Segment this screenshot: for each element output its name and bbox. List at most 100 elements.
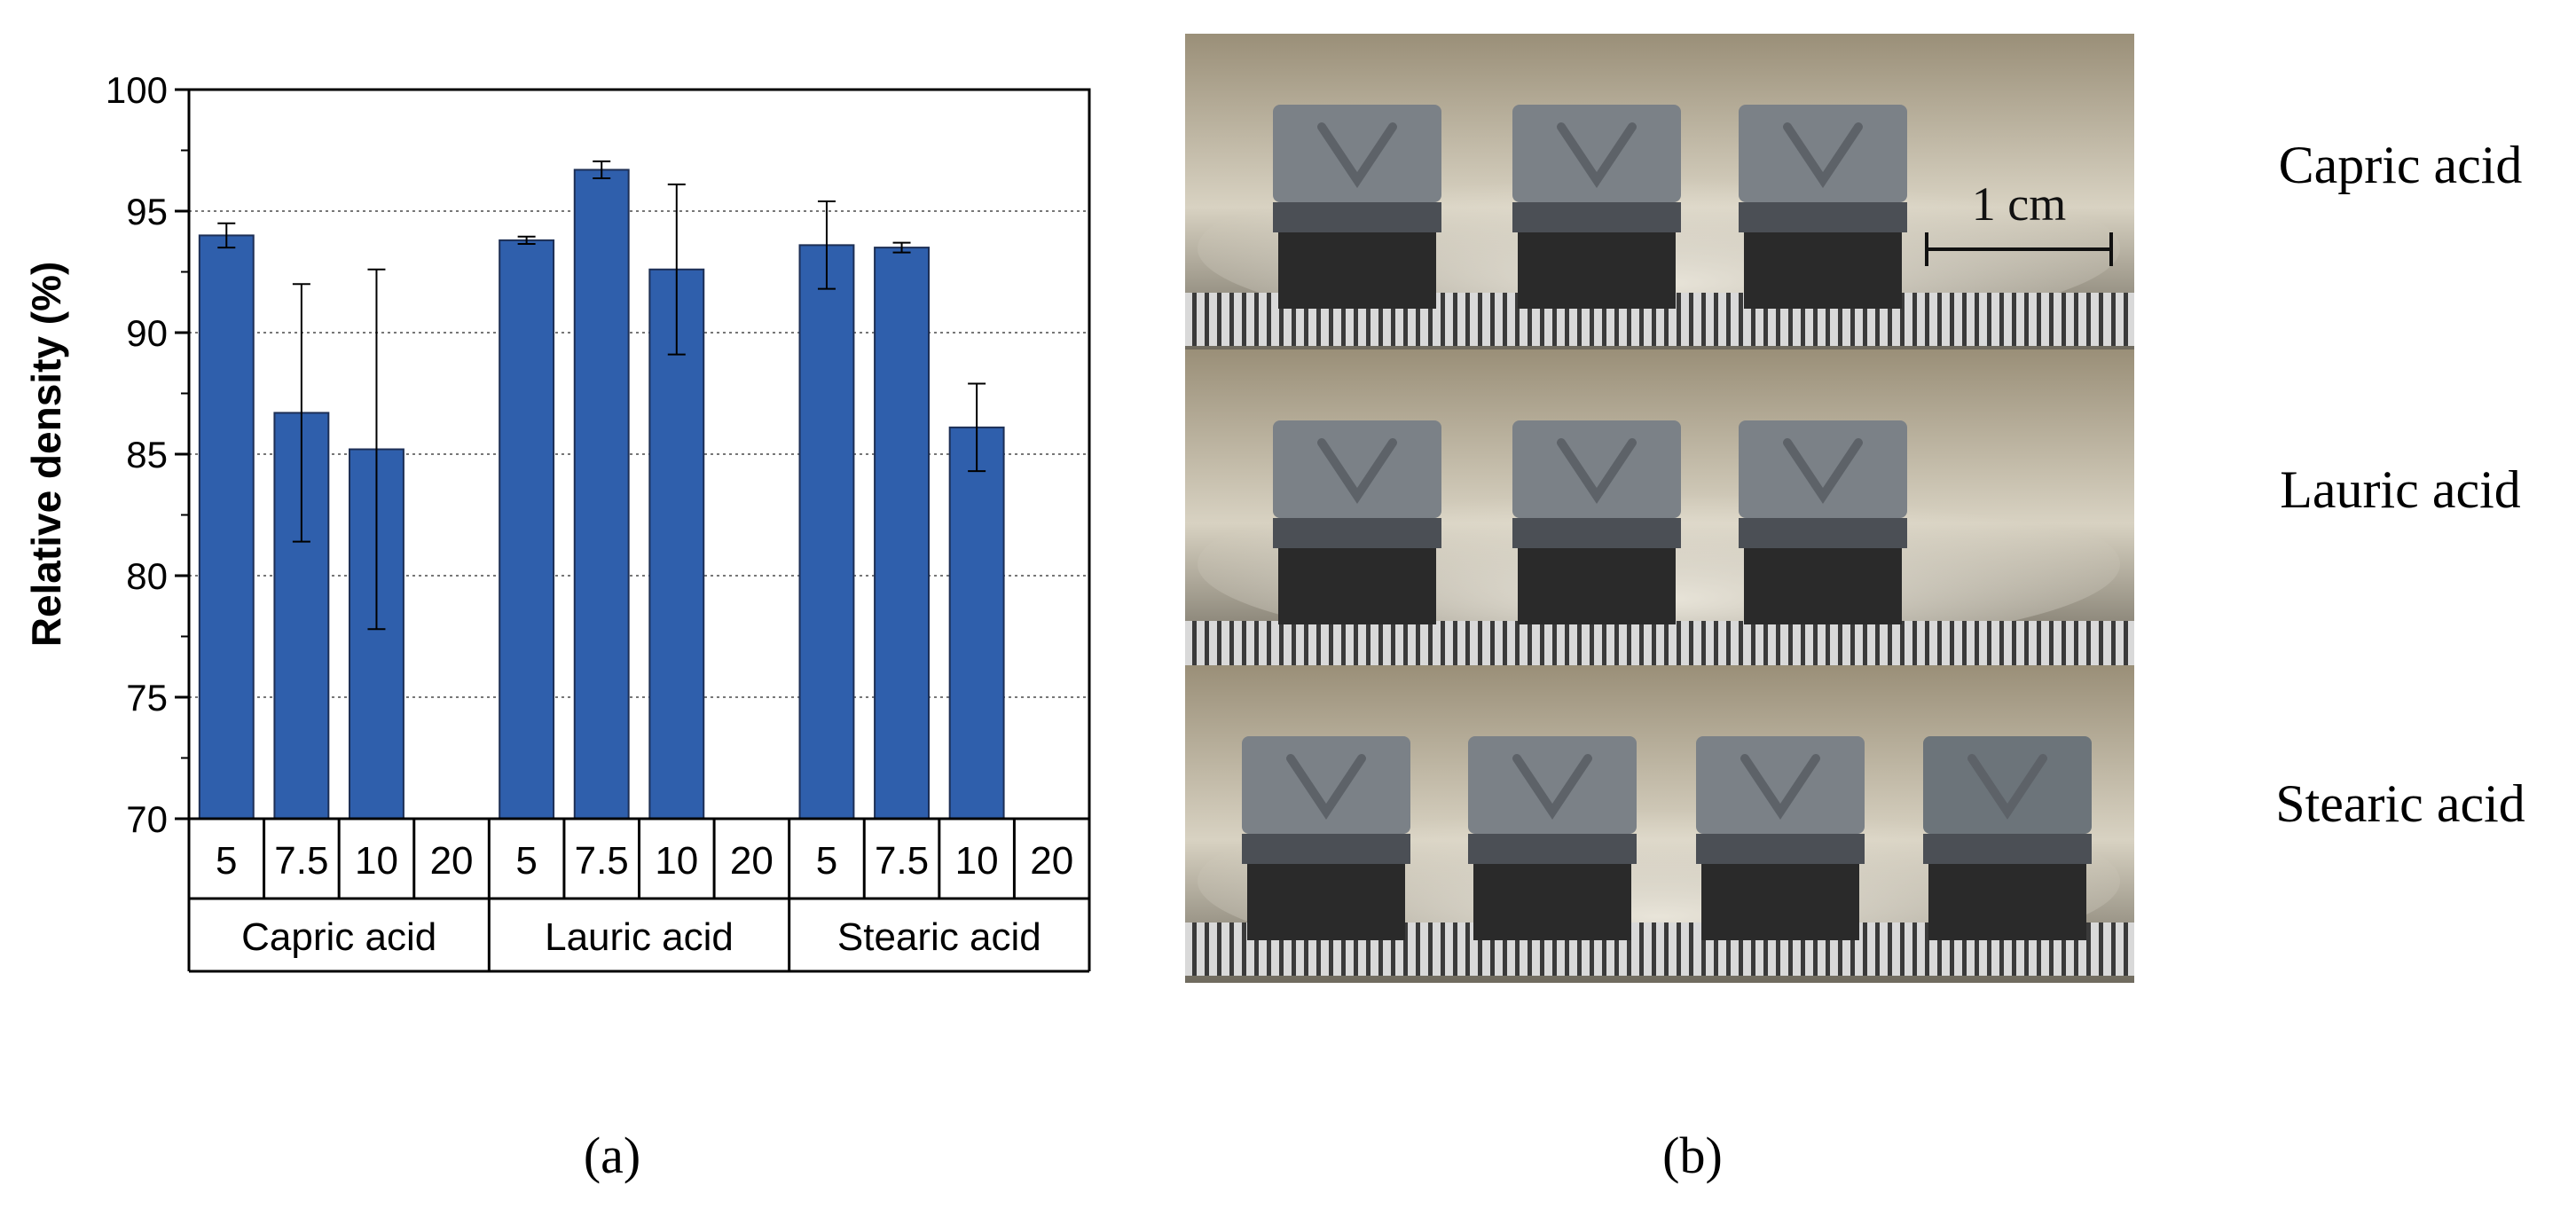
y-tick-label: 70 [126, 798, 168, 840]
sample-top [1468, 736, 1637, 834]
sample-top [1273, 420, 1441, 518]
sample-part [1923, 736, 2092, 940]
y-tick-label: 85 [126, 434, 168, 475]
sample-top [1923, 736, 2092, 834]
sample-rim [1512, 518, 1681, 548]
category-label: 20 [430, 839, 474, 883]
sample-rim [1273, 202, 1441, 232]
bar [648, 268, 705, 820]
sample-photo: 1 cm [1185, 34, 2134, 983]
category-label: 5 [216, 839, 237, 883]
sample-rim [1739, 518, 1907, 548]
sample-part [1512, 420, 1681, 624]
y-axis-title: Relative density (%) [23, 262, 69, 648]
sample-top [1739, 105, 1907, 202]
y-tick-label: 95 [126, 191, 168, 232]
sample-base [1518, 536, 1676, 624]
sample-part [1242, 736, 1410, 940]
sample-part [1468, 736, 1637, 940]
v-emboss [1317, 122, 1397, 189]
bar [573, 169, 630, 820]
bar [798, 244, 855, 820]
category-label: 10 [655, 839, 698, 883]
sample-top [1242, 736, 1410, 834]
sample-top [1273, 105, 1441, 202]
photo-rows [1185, 34, 2134, 983]
bar [198, 234, 255, 820]
y-tick-label: 100 [106, 69, 168, 111]
category-label: 20 [1030, 839, 1073, 883]
sample-part [1739, 105, 1907, 309]
panel-a-label: (a) [584, 1127, 640, 1184]
row-label-capric: Capric acid [2279, 136, 2523, 194]
v-emboss [1317, 438, 1397, 505]
v-emboss [1740, 754, 1820, 820]
sample-base [1928, 852, 2086, 940]
category-label: 7.5 [875, 839, 929, 883]
row-label-stearic: Stearic acid [2275, 774, 2525, 833]
sample-part [1273, 105, 1441, 309]
sample-rim [1273, 518, 1441, 548]
v-emboss [1557, 122, 1637, 189]
sample-base [1518, 220, 1676, 309]
v-emboss [1783, 122, 1863, 189]
category-label: 7.5 [575, 839, 629, 883]
sample-top [1696, 736, 1865, 834]
v-emboss [1967, 754, 2047, 820]
category-label: 5 [816, 839, 837, 883]
v-emboss [1286, 754, 1366, 820]
sample-rim [1468, 834, 1637, 864]
photo-row [1185, 665, 2134, 983]
bar-series [198, 169, 1005, 820]
category-label: 10 [955, 839, 999, 883]
sample-part [1739, 420, 1907, 624]
sample-base [1744, 536, 1902, 624]
sample-rim [1923, 834, 2092, 864]
group-label: Lauric acid [545, 915, 734, 959]
sample-rim [1242, 834, 1410, 864]
v-emboss [1783, 438, 1863, 505]
sample-base [1701, 852, 1859, 940]
sample-base [1744, 220, 1902, 309]
sample-base [1278, 536, 1436, 624]
v-emboss [1557, 438, 1637, 505]
photo-row [1185, 349, 2134, 665]
grid-lines [189, 210, 1089, 698]
y-axis: 70 75 80 85 90 95 100 [106, 69, 189, 840]
y-tick-label: 75 [126, 677, 168, 718]
category-label: 5 [515, 839, 537, 883]
y-tick-label: 80 [126, 555, 168, 597]
photo-row [1185, 34, 2134, 349]
sample-top [1512, 105, 1681, 202]
category-label: 10 [355, 839, 398, 883]
group-label: Stearic acid [837, 915, 1041, 959]
scale-bar: 1 cm [1925, 177, 2113, 266]
y-tick-label: 90 [126, 312, 168, 354]
sample-top [1739, 420, 1907, 518]
category-label: 7.5 [274, 839, 328, 883]
sample-base [1247, 852, 1405, 940]
sample-rim [1512, 202, 1681, 232]
bar [874, 247, 930, 820]
sample-part [1512, 105, 1681, 309]
bar [499, 239, 555, 820]
group-label: Capric acid [241, 915, 436, 959]
sample-part [1696, 736, 1865, 940]
category-label: 20 [730, 839, 774, 883]
sample-top [1512, 420, 1681, 518]
bar [948, 426, 1005, 820]
sample-part [1273, 420, 1441, 624]
scale-bar-label: 1 cm [1972, 177, 2066, 231]
ruler [1185, 621, 2134, 665]
row-label-lauric: Lauric acid [2280, 460, 2521, 519]
sample-rim [1696, 834, 1865, 864]
panel-b-label: (b) [1662, 1127, 1723, 1184]
error-bars [217, 160, 986, 631]
bar [273, 412, 330, 820]
sample-base [1278, 220, 1436, 309]
v-emboss [1512, 754, 1592, 820]
sample-rim [1739, 202, 1907, 232]
